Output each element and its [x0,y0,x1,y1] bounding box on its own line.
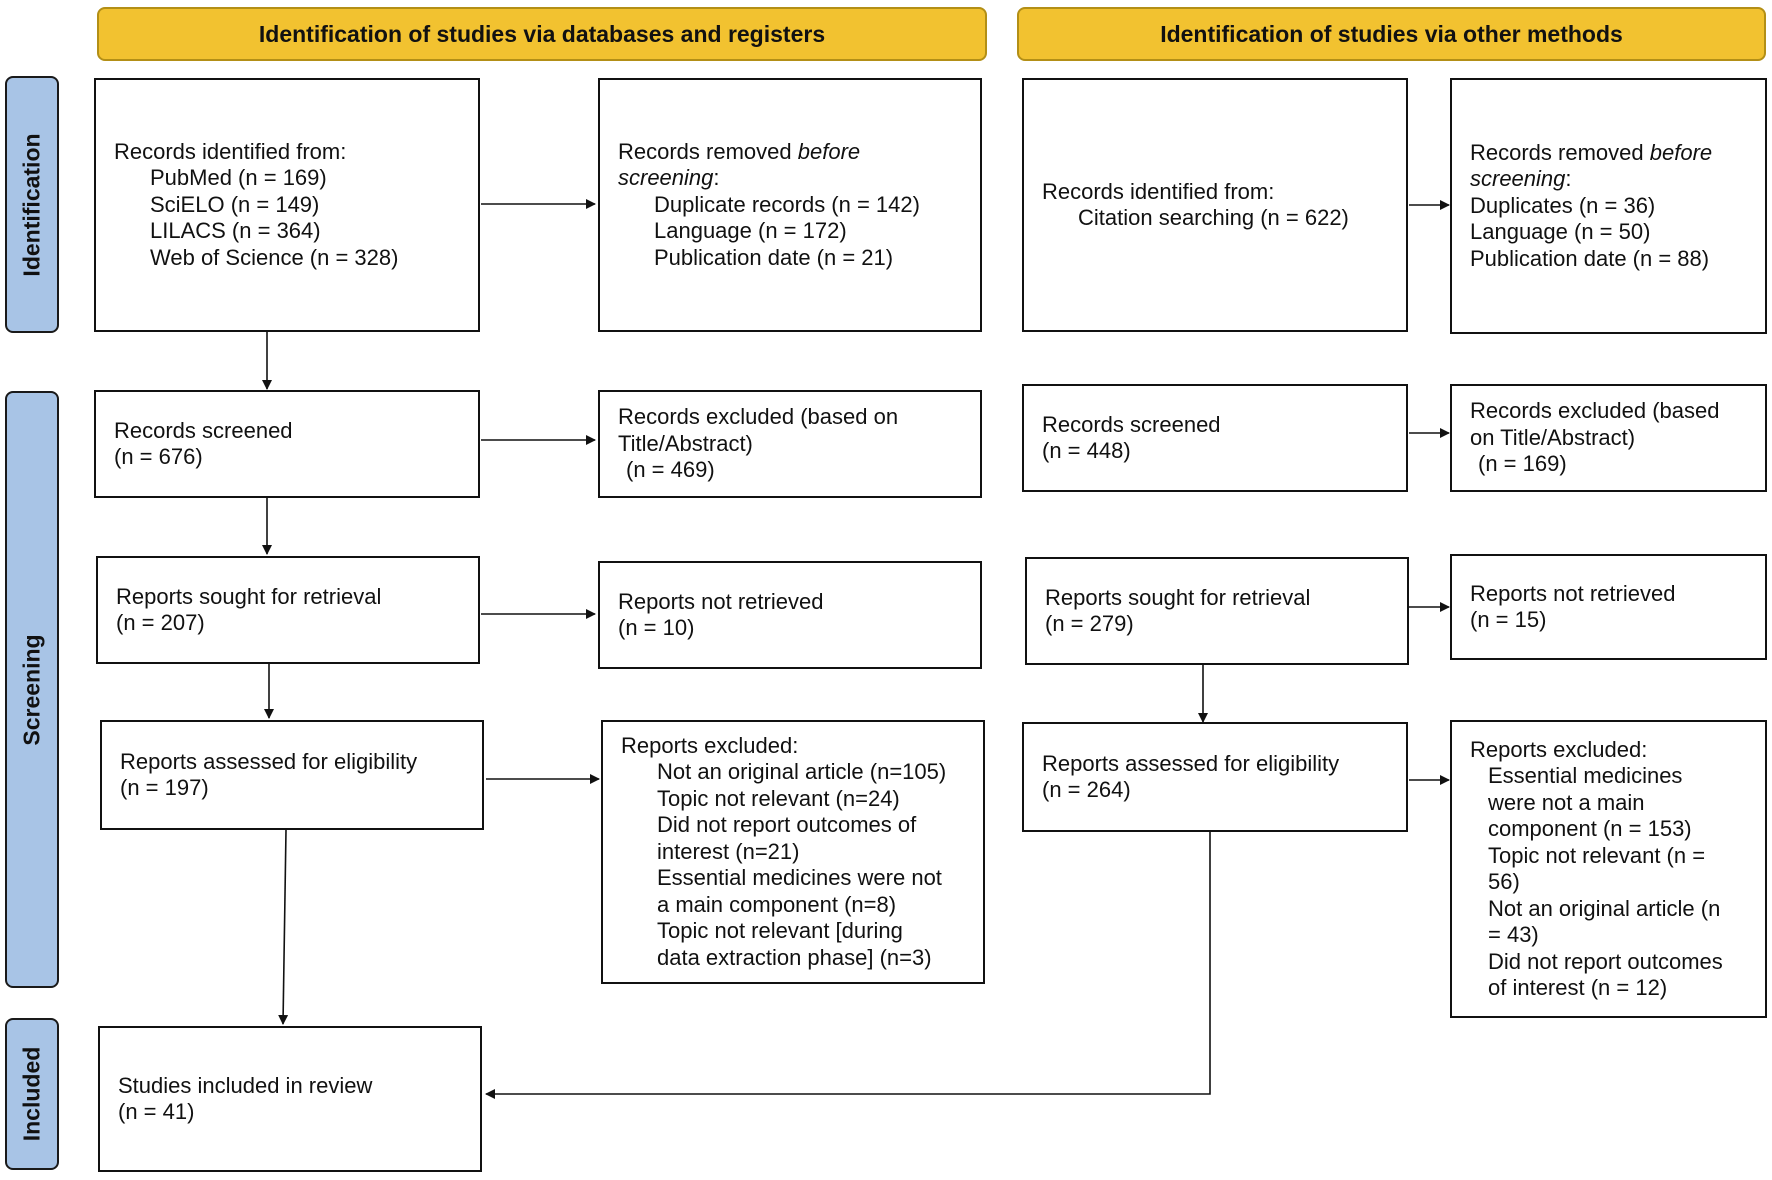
right-records-removed-title-2: screening: [1470,166,1572,192]
reports-assessed-label: Reports assessed for eligibility [120,748,418,774]
right-removed-language: Language (n = 50) [1470,219,1651,245]
reports-assessed-count: (n = 197) [120,775,209,800]
phase-screening: Screening [5,391,59,988]
phase-identification: Identification [5,76,59,333]
records-excluded-count: (n = 469) [626,457,715,483]
right-reports-not-retrieved-label: Reports not retrieved [1470,580,1676,606]
phase-included-label: Included [18,1046,45,1142]
removed-language: Language (n = 172) [654,218,847,244]
reports-sought-label: Reports sought for retrieval [116,583,382,609]
studies-included-count: (n = 41) [118,1099,195,1124]
header-databases: Identification of studies via databases … [97,7,987,61]
box-reports-not-retrieved: Reports not retrieved (n = 10) [598,561,982,669]
box-right-records-excluded: Records excluded (based on Title/Abstrac… [1450,384,1767,492]
arrow-assessed-to-included [278,829,289,1025]
reports-excluded-line: Topic not relevant (n=24) [657,785,900,811]
box-reports-excluded: Reports excluded: Not an original articl… [601,720,985,984]
box-reports-assessed: Reports assessed for eligibility (n = 19… [100,720,484,830]
box-right-records-removed: Records removed before screening: Duplic… [1450,78,1767,334]
box-records-screened: Records screened (n = 676) [94,390,480,498]
reports-excluded-line: Topic not relevant [during [657,918,903,944]
reports-not-retrieved-label: Reports not retrieved [618,588,824,614]
right-reports-excluded-line: 56) [1488,869,1520,894]
source-scielo: SciELO (n = 149) [150,191,320,217]
box-studies-included: Studies included in review (n = 41) [98,1026,482,1172]
reports-excluded-line: a main component (n=8) [657,891,897,917]
right-reports-excluded-line: of interest (n = 12) [1488,975,1668,1000]
right-reports-excluded-title: Reports excluded: [1470,736,1648,762]
box-records-identified: Records identified from: PubMed (n = 169… [94,78,480,332]
box-right-records-screened: Records screened (n = 448) [1022,384,1408,492]
right-reports-sought-label: Reports sought for retrieval [1045,584,1311,610]
phase-screening-label: Screening [18,633,45,746]
records-excluded-line2: Title/Abstract) [618,430,753,456]
removed-publication-date: Publication date (n = 21) [654,244,894,270]
records-screened-label: Records screened [114,417,293,443]
reports-excluded-title: Reports excluded: [621,732,799,758]
studies-included-label: Studies included in review [118,1072,373,1098]
reports-excluded-line: Did not report outcomes of [657,812,917,838]
right-records-screened-label: Records screened [1042,411,1221,437]
reports-excluded-line: Essential medicines were not [657,865,942,891]
reports-excluded-line: data extraction phase] (n=3) [657,944,932,970]
right-reports-assessed-count: (n = 264) [1042,777,1131,802]
phase-identification-label: Identification [18,132,45,277]
box-right-reports-excluded: Reports excluded: Essential medicines we… [1450,720,1767,1018]
box-right-reports-sought: Reports sought for retrieval (n = 279) [1025,557,1409,665]
removed-duplicates: Duplicate records (n = 142) [654,191,920,217]
source-lilacs: LILACS (n = 364) [150,218,321,244]
source-citation-searching: Citation searching (n = 622) [1078,205,1349,230]
records-removed-title-1: Records removed before [618,138,861,164]
box-right-records-identified: Records identified from: Citation search… [1022,78,1408,332]
header-other-methods: Identification of studies via other meth… [1017,7,1766,61]
right-records-excluded-line1: Records excluded (based [1470,398,1720,424]
right-reports-excluded-line: were not a main [1488,789,1645,815]
right-removed-duplicates: Duplicates (n = 36) [1470,192,1656,218]
right-records-screened-count: (n = 448) [1042,438,1131,463]
reports-excluded-line: Not an original article (n=105) [657,759,947,785]
records-excluded-line1: Records excluded (based on [618,404,899,430]
reports-not-retrieved-count: (n = 10) [618,615,695,640]
right-reports-not-retrieved-count: (n = 15) [1470,607,1547,632]
right-records-removed-title-1: Records removed before [1470,139,1713,165]
right-reports-assessed-label: Reports assessed for eligibility [1042,750,1340,776]
records-removed-title-2: screening: [618,165,720,191]
records-identified-title: Records identified from: [114,138,347,164]
box-reports-sought: Reports sought for retrieval (n = 207) [96,556,480,664]
box-right-reports-not-retrieved: Reports not retrieved (n = 15) [1450,554,1767,660]
right-records-identified-title: Records identified from: [1042,178,1275,204]
records-screened-count: (n = 676) [114,444,203,469]
right-records-excluded-count: (n = 169) [1478,451,1567,477]
right-reports-excluded-line: Topic not relevant (n = [1488,842,1706,868]
phase-included: Included [5,1018,59,1170]
reports-sought-count: (n = 207) [116,610,205,635]
box-right-reports-assessed: Reports assessed for eligibility (n = 26… [1022,722,1408,832]
right-removed-publication-date: Publication date (n = 88) [1470,245,1710,271]
box-records-removed: Records removed before screening: Duplic… [598,78,982,332]
box-records-excluded: Records excluded (based on Title/Abstrac… [598,390,982,498]
right-reports-excluded-line: Essential medicines [1488,763,1683,788]
right-reports-excluded-line: component (n = 153) [1488,816,1692,841]
right-records-excluded-line2: on Title/Abstract) [1470,424,1636,450]
source-web-of-science: Web of Science (n = 328) [150,244,399,270]
reports-excluded-line: interest (n=21) [657,838,800,864]
right-reports-excluded-line: = 43) [1488,922,1539,947]
right-reports-excluded-line: Did not report outcomes [1488,948,1723,974]
right-reports-sought-count: (n = 279) [1045,611,1134,636]
source-pubmed: PubMed (n = 169) [150,165,327,191]
right-reports-excluded-line: Not an original article (n [1488,895,1721,921]
